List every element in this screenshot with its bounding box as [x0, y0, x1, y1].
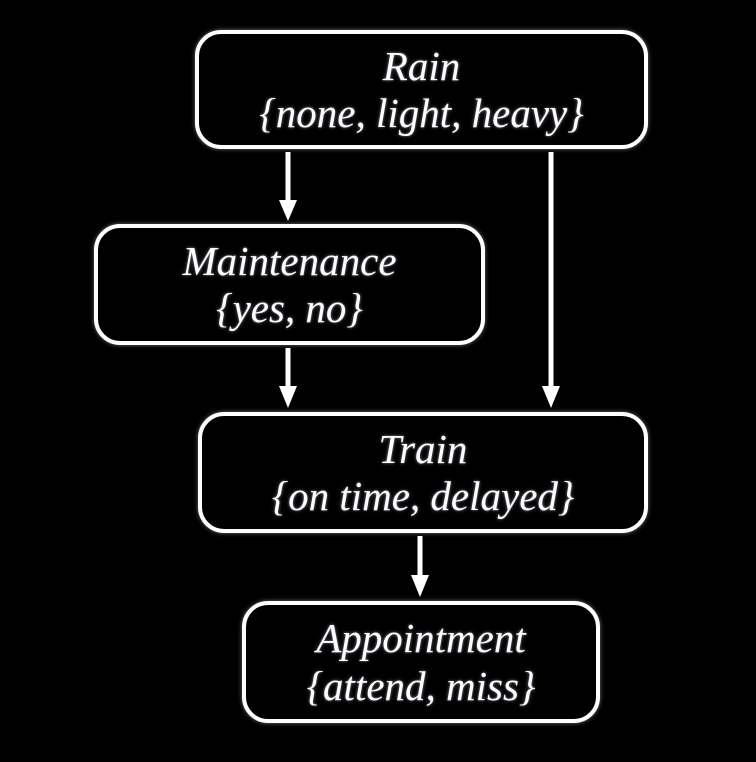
node-maintenance-title: Maintenance: [182, 237, 397, 284]
node-appointment-states: {attend, miss}: [306, 662, 536, 709]
node-rain[interactable]: Rain {none, light, heavy}: [195, 30, 648, 149]
node-train[interactable]: Train {on time, delayed}: [198, 412, 648, 533]
node-train-states: {on time, delayed}: [271, 473, 575, 519]
node-maintenance-states: {yes, no}: [216, 285, 363, 331]
node-rain-title: Rain: [382, 42, 461, 89]
node-maintenance[interactable]: Maintenance {yes, no}: [94, 224, 485, 345]
node-appointment-title: Appointment: [316, 615, 526, 662]
edge-maintenance-to-train-arrowhead: [279, 386, 297, 408]
edge-rain-to-train-arrowhead: [542, 386, 560, 408]
node-train-title: Train: [378, 425, 468, 472]
edge-train-to-appointment-arrowhead: [411, 575, 429, 597]
node-appointment[interactable]: Appointment {attend, miss}: [242, 601, 600, 723]
node-rain-states: {none, light, heavy}: [259, 90, 584, 136]
edge-rain-to-maintenance-arrowhead: [279, 200, 297, 221]
